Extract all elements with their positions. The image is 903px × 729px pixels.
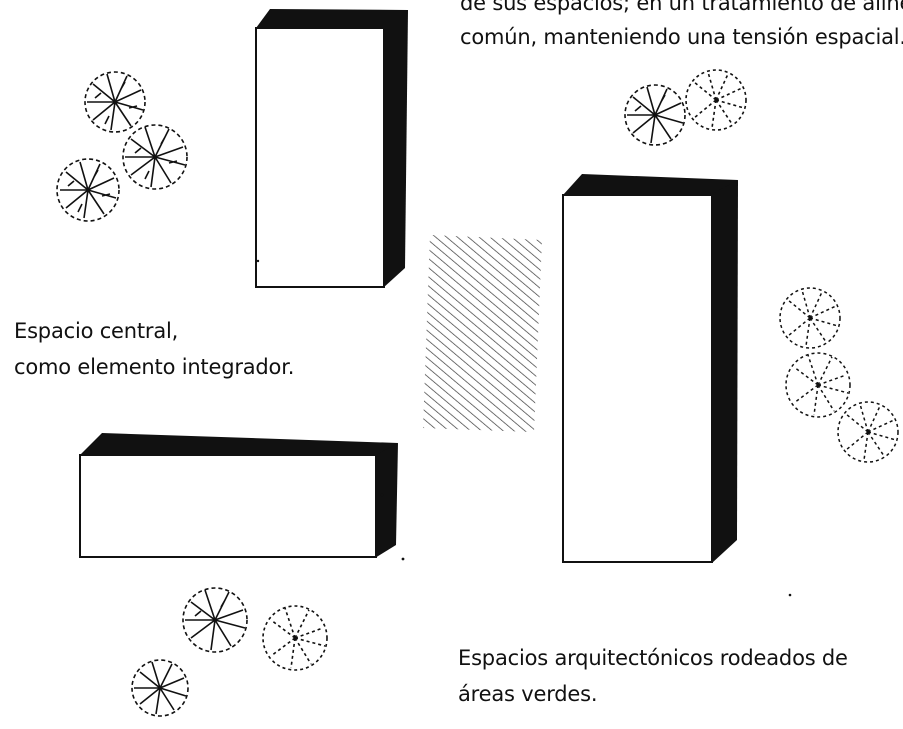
building-tall-right: [562, 174, 738, 563]
caption-alignment: de sus espacios; en un tratamiento de al…: [460, 0, 903, 54]
tree: [131, 659, 189, 717]
caption-green-areas: Espacios arquitectónicos rodeados de áre…: [458, 640, 848, 712]
caption-alignment-line-2: común, manteniendo una tensión espacial.: [460, 25, 903, 49]
tree: [779, 287, 841, 349]
tree-cluster-bottom: [131, 587, 328, 717]
tree: [182, 587, 248, 653]
central-space-hatch: [423, 235, 542, 432]
building-wide-low: [79, 433, 398, 558]
tree: [785, 352, 851, 418]
caption-central-line-2: como elemento integrador.: [14, 355, 295, 379]
building-tall-left: [255, 9, 408, 288]
caption-areas-line-2: áreas verdes.: [458, 682, 598, 706]
caption-central-line-1: Espacio central,: [14, 319, 179, 343]
tree: [685, 69, 747, 131]
tree-cluster-right: [779, 287, 899, 463]
tree: [624, 84, 686, 146]
caption-areas-line-1: Espacios arquitectónicos rodeados de: [458, 646, 848, 670]
tree-cluster-upper-left: [56, 71, 188, 222]
tree-cluster-upper-right: [624, 69, 747, 146]
caption-central-space: Espacio central, como elemento integrado…: [14, 313, 294, 385]
tree: [56, 158, 120, 222]
tree: [837, 401, 899, 463]
tree: [122, 124, 188, 190]
tree: [84, 71, 146, 133]
stray-marks: [256, 259, 792, 597]
caption-alignment-line-1: de sus espacios; en un tratamiento de al…: [460, 0, 903, 15]
tree: [262, 605, 328, 671]
